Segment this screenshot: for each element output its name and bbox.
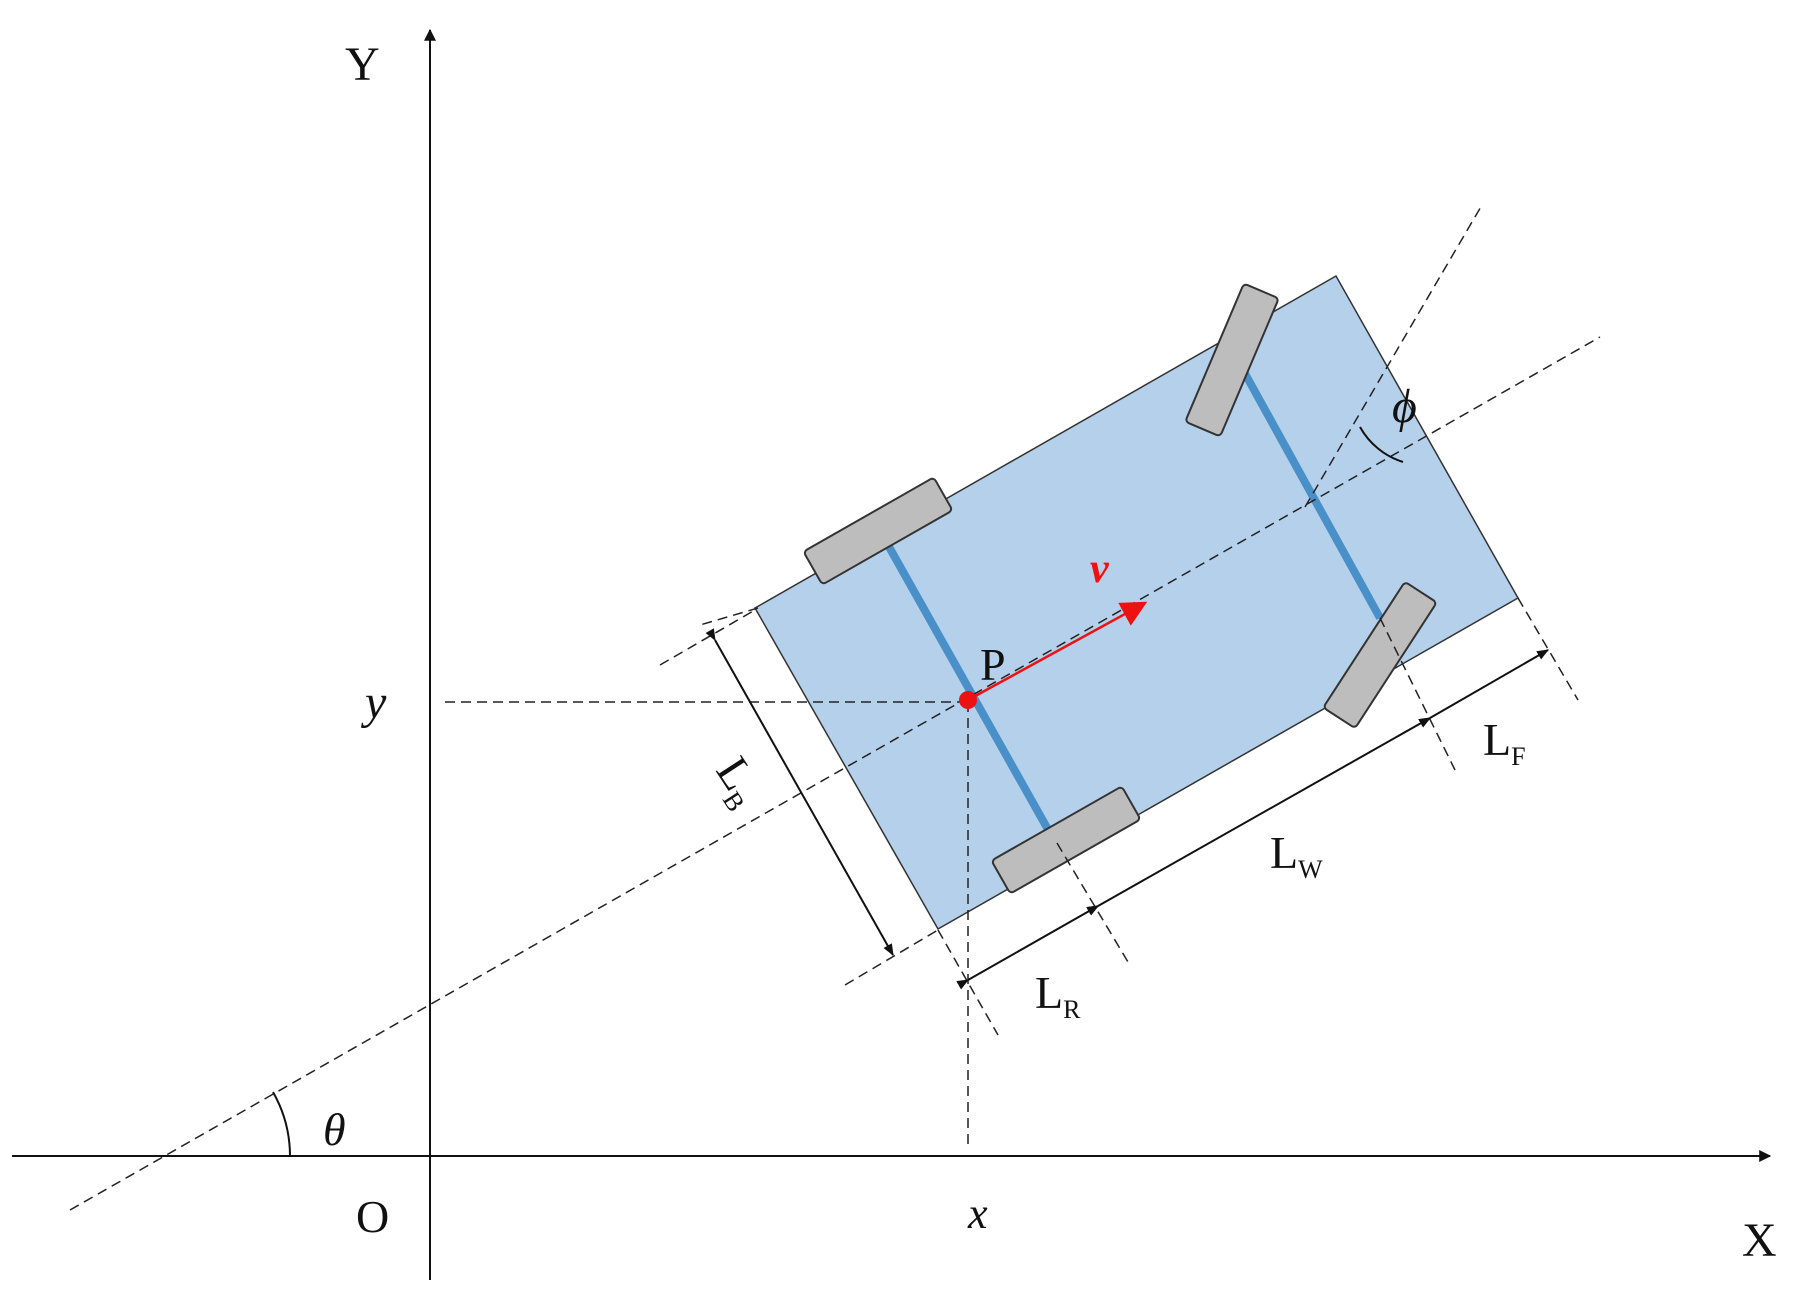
theta-arc: [272, 1091, 291, 1157]
lb-dimension-line: [705, 628, 894, 957]
x-axis-label: X: [1742, 1214, 1777, 1267]
lb-label: LB: [702, 748, 775, 817]
lf-label: LF: [1483, 714, 1526, 771]
velocity-vector: [967, 601, 1148, 702]
phi-label: ϕ: [1392, 380, 1417, 433]
lw-label: LW: [1270, 827, 1323, 884]
body-left-extension: [659, 609, 756, 666]
rear-left-wheel: [803, 477, 953, 585]
lf-dimension-line: [1418, 649, 1550, 728]
origin-label: O: [356, 1191, 389, 1242]
front-left-wheel: [1185, 283, 1279, 437]
steering-line: [1304, 204, 1483, 508]
lw-dimension-line: [1086, 717, 1432, 916]
reference-point-p: [959, 691, 977, 709]
wheelbase-front-extension: [1379, 617, 1456, 771]
front-axle: [1228, 348, 1384, 620]
velocity-label: v: [1090, 546, 1110, 592]
y-coordinate-label: y: [360, 676, 387, 729]
wheelbase-rear-extension: [1056, 842, 1129, 963]
heading-line: [69, 336, 1601, 1211]
front-extension: [1517, 597, 1579, 701]
x-coordinate-label: x: [967, 1189, 988, 1238]
phi-arc: [1359, 426, 1404, 463]
lr-dimension-line: [956, 905, 1100, 990]
y-axis-label: Y: [345, 38, 380, 91]
rear-extension-upper: [699, 607, 759, 626]
theta-label: θ: [323, 1104, 346, 1155]
rear-extension-lower: [937, 929, 999, 1036]
point-p-label: P: [980, 639, 1006, 690]
lr-label: LR: [1035, 967, 1081, 1024]
body-bottom-extension: [844, 929, 939, 986]
